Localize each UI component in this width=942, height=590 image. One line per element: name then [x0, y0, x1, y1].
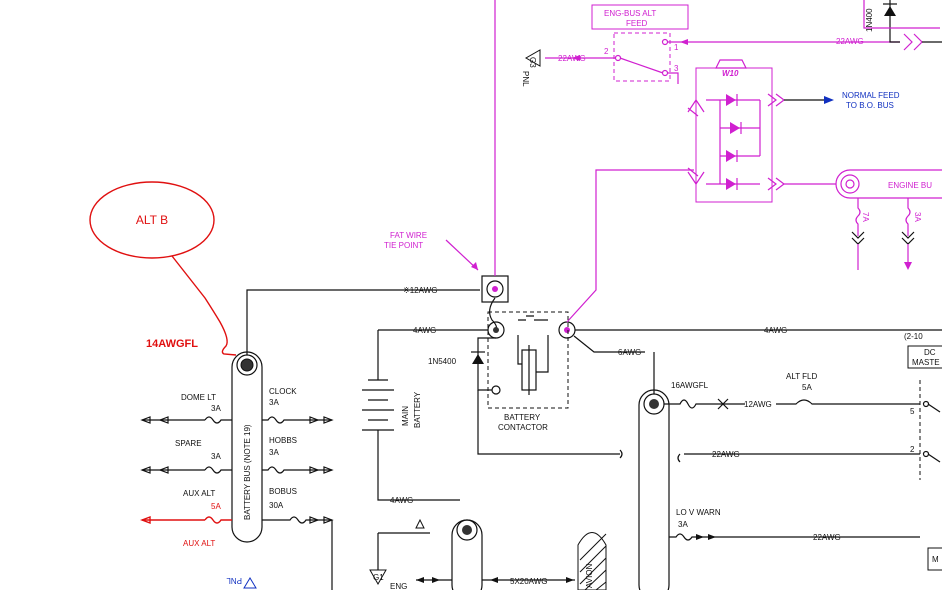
- svg-text:ENG: ENG: [390, 582, 407, 590]
- svg-text:3A: 3A: [211, 404, 221, 413]
- svg-text:PNL: PNL: [226, 576, 242, 585]
- svg-text:3A: 3A: [269, 448, 279, 457]
- avionics-block: AVION: [577, 532, 607, 590]
- svg-text:(2-10: (2-10: [904, 332, 923, 341]
- svg-text:4AWG: 4AWG: [413, 326, 436, 335]
- eng-bus-alt-feed: ENG-BUS ALT FEED 2 1 3 22AWG 22AWG G3 PN…: [521, 4, 900, 87]
- svg-text:22AWG: 22AWG: [836, 37, 864, 46]
- breaker-row-spare-hobbs: SPARE 3A HOBBS 3A: [140, 436, 334, 474]
- svg-text:LO V WARN: LO V WARN: [676, 508, 721, 517]
- svg-text:MAIN: MAIN: [401, 406, 410, 426]
- svg-text:ENG-BUS ALT: ENG-BUS ALT: [604, 9, 656, 18]
- svg-text:3A: 3A: [269, 398, 279, 407]
- svg-text:1N400: 1N400: [865, 8, 874, 32]
- svg-text:G1: G1: [373, 573, 384, 582]
- svg-text:3A: 3A: [678, 520, 688, 529]
- svg-text:FAT WIRE: FAT WIRE: [390, 231, 427, 240]
- label-12awg-star: ※12AWG: [403, 286, 437, 295]
- w10-diode-block: W10 NORMAL FEED TO B.O. BUS: [687, 59, 900, 203]
- battery-bus-label: BATTERY BUS (NOTE 19): [243, 424, 252, 520]
- alt-b-leader-line: [171, 255, 237, 356]
- svg-text:CONTACTOR: CONTACTOR: [498, 423, 548, 432]
- svg-text:16AWGFL: 16AWGFL: [671, 381, 709, 390]
- svg-text:SPARE: SPARE: [175, 439, 202, 448]
- svg-text:AUX ALT: AUX ALT: [183, 539, 215, 548]
- svg-text:M: M: [932, 555, 939, 564]
- breaker-row-auxalt-bobus: AUX ALT 5A AUX ALT BOBUS 30A: [140, 487, 334, 590]
- svg-text:3A: 3A: [913, 212, 922, 222]
- svg-text:30A: 30A: [269, 501, 284, 510]
- svg-text:4AWG: 4AWG: [390, 496, 413, 505]
- svg-text:ENGINE BU: ENGINE BU: [888, 181, 932, 190]
- svg-text:BOBUS: BOBUS: [269, 487, 297, 496]
- svg-text:1N5400: 1N5400: [428, 357, 457, 366]
- svg-text:AUX ALT: AUX ALT: [183, 489, 215, 498]
- svg-text:7A: 7A: [861, 212, 870, 222]
- svg-text:PNL: PNL: [521, 71, 530, 87]
- svg-text:12AWG: 12AWG: [744, 400, 772, 409]
- ground-pnl-bottom: PNL: [226, 576, 257, 589]
- svg-text:G3: G3: [528, 57, 537, 68]
- svg-text:NORMAL FEED: NORMAL FEED: [842, 91, 900, 100]
- svg-text:W10: W10: [722, 69, 739, 78]
- svg-text:3: 3: [674, 64, 679, 73]
- fat-wire-tie-point: FAT WIRE TIE POINT: [384, 231, 509, 303]
- svg-text:22AWG: 22AWG: [813, 533, 841, 542]
- svg-text:BATTERY: BATTERY: [413, 391, 422, 428]
- svg-text:TIE POINT: TIE POINT: [384, 241, 423, 250]
- diode-1n5400: 1N5400: [428, 337, 496, 391]
- svg-text:22AWG: 22AWG: [558, 54, 586, 63]
- alt-b-wire-label: 14AWGFL: [146, 338, 198, 350]
- starter-bus-bottom: G1 ENG 5X20AWG: [369, 518, 575, 590]
- svg-text:5A: 5A: [211, 502, 221, 511]
- main-battery: MAIN BATTERY 4AWG: [362, 330, 460, 505]
- battery-contactor: BATTERY CONTACTOR: [487, 311, 569, 432]
- dc-master-switch: (2-10 DC MASTE 5 2 M: [904, 332, 942, 571]
- svg-text:FEED: FEED: [626, 19, 648, 28]
- wire-12awg-tie: [246, 289, 480, 355]
- svg-text:MASTE: MASTE: [912, 358, 940, 367]
- battery-bus: BATTERY BUS (NOTE 19): [231, 351, 263, 543]
- alt-b-callout-ellipse: [89, 181, 215, 259]
- svg-text:5A: 5A: [802, 383, 812, 392]
- svg-text:CLOCK: CLOCK: [269, 387, 297, 396]
- svg-text:5: 5: [910, 407, 915, 416]
- breaker-row-dome-clock: DOME LT 3A CLOCK 3A: [140, 387, 334, 424]
- svg-text:2: 2: [910, 445, 915, 454]
- diode-1n400: 1N400: [865, 0, 942, 51]
- svg-text:22AWG: 22AWG: [712, 450, 740, 459]
- svg-text:4AWG: 4AWG: [764, 326, 787, 335]
- svg-text:HOBBS: HOBBS: [269, 436, 297, 445]
- engine-bus: ENGINE BU 7A 3A: [835, 169, 942, 270]
- svg-text:AVION: AVION: [585, 563, 594, 588]
- svg-text:DC: DC: [924, 348, 936, 357]
- svg-text:BATTERY: BATTERY: [504, 413, 541, 422]
- svg-text:TO B.O. BUS: TO B.O. BUS: [846, 101, 894, 110]
- svg-text:3A: 3A: [211, 452, 221, 461]
- svg-text:5X20AWG: 5X20AWG: [510, 577, 548, 586]
- svg-text:2: 2: [604, 47, 609, 56]
- alt-b-callout-label: ALT B: [136, 213, 168, 227]
- svg-text:DOME LT: DOME LT: [181, 393, 216, 402]
- alt-bus-right: 16AWGFL 12AWG ALT FLD 5A 22AWG LO V WARN…: [638, 352, 920, 590]
- svg-text:1: 1: [674, 43, 679, 52]
- svg-text:ALT FLD: ALT FLD: [786, 372, 817, 381]
- svg-text:6AWG: 6AWG: [618, 348, 641, 357]
- alt-b-annotation: ALT B 14AWGFL: [89, 181, 237, 356]
